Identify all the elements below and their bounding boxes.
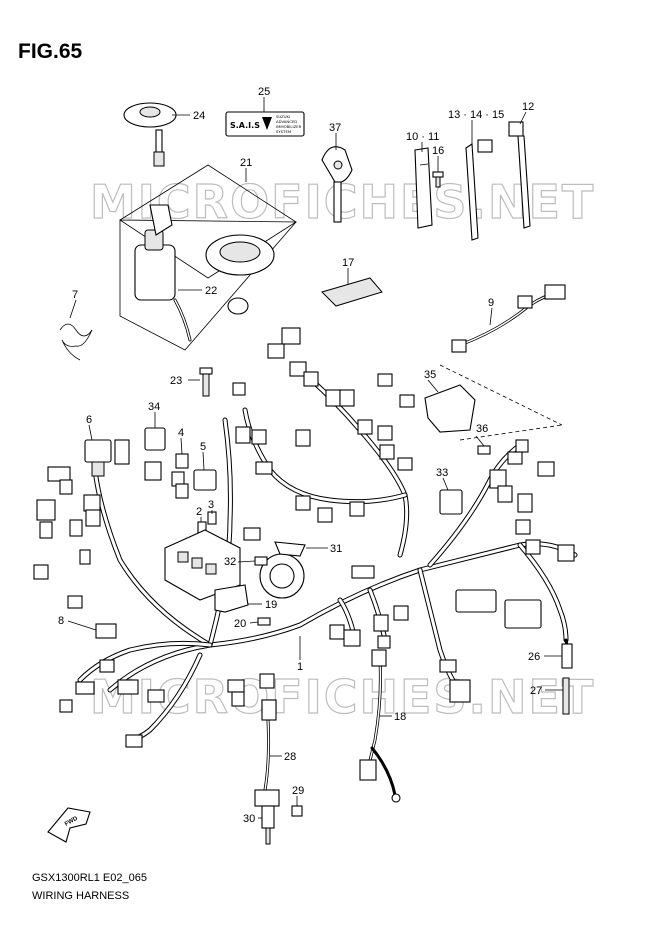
callout-32[interactable]: 32	[224, 556, 236, 568]
callout-3[interactable]: 3	[208, 499, 214, 511]
part-7-spring[interactable]	[59, 323, 93, 361]
callout-leaders	[67, 97, 563, 819]
callout-8[interactable]: 8	[58, 615, 64, 627]
part-33-connector[interactable]	[439, 489, 463, 515]
callout-4[interactable]: 4	[178, 427, 184, 439]
part-25-sticker[interactable]: S.A.I.S SUZUKI ADVANCED IMMOBILIZER SYST…	[225, 111, 305, 137]
callout-7[interactable]: 7	[72, 289, 78, 301]
part-24-key-cover[interactable]	[123, 102, 177, 167]
part-31-horn[interactable]	[259, 541, 306, 599]
part-37-key[interactable]	[321, 146, 353, 223]
callout-26[interactable]: 26	[528, 651, 540, 663]
part-26-terminal[interactable]	[561, 638, 573, 669]
part-29-bolt[interactable]	[291, 805, 303, 817]
part-23-screw[interactable]	[199, 367, 213, 397]
harness-connectors	[33, 327, 575, 748]
callout-1[interactable]: 1	[297, 661, 303, 673]
callout-9[interactable]: 9	[488, 297, 494, 309]
callout-6[interactable]: 6	[86, 414, 92, 426]
dashed-leader-9-35	[439, 364, 563, 426]
callout-23[interactable]: 23	[170, 375, 182, 387]
callout-17[interactable]: 17	[342, 257, 354, 269]
part-35-bracket[interactable]	[424, 384, 476, 433]
callout-20[interactable]: 20	[234, 618, 246, 630]
callout-18[interactable]: 18	[394, 711, 406, 723]
sticker-text: S.A.I.S	[230, 121, 260, 130]
sticker-subtext-3: IMMOBILIZER	[276, 124, 302, 129]
part-17-pad[interactable]	[321, 277, 383, 307]
sticker-subtext-2: ADVANCED	[276, 119, 297, 124]
callout-34[interactable]: 34	[148, 401, 160, 413]
part-28-switch-lead[interactable]	[261, 699, 277, 792]
part-27-terminal[interactable]	[562, 677, 570, 715]
callout-28[interactable]: 28	[284, 751, 296, 763]
part-20-bolt[interactable]	[257, 617, 271, 626]
part-30-switch[interactable]	[254, 789, 280, 845]
part-4-fuse[interactable]	[175, 453, 189, 469]
callout-16[interactable]: 16	[432, 145, 444, 157]
callout-25[interactable]: 25	[258, 86, 270, 98]
part-10-11-bracket[interactable]	[414, 147, 433, 229]
part-5-relay[interactable]	[193, 469, 217, 491]
part-32-bolt[interactable]	[254, 556, 268, 566]
callout-24[interactable]: 24	[193, 110, 205, 122]
callout-37[interactable]: 37	[329, 122, 341, 134]
callout-35[interactable]: 35	[424, 369, 436, 381]
part-34-relay[interactable]	[144, 427, 166, 451]
figure-name: WIRING HARNESS	[32, 890, 130, 902]
callout-19[interactable]: 19	[265, 599, 277, 611]
callout-27[interactable]: 27	[530, 685, 542, 697]
part-21-lock-set[interactable]	[119, 164, 297, 351]
figure-code: GSX1300RL1 E02_065	[32, 872, 147, 884]
callout-13-14-15[interactable]: 13 · 14 · 15	[448, 109, 504, 121]
part-6-relay[interactable]	[84, 439, 112, 477]
callout-33[interactable]: 33	[436, 467, 448, 479]
callout-31[interactable]: 31	[330, 543, 342, 555]
part-36-bolt[interactable]	[477, 445, 491, 455]
callout-labels: 24 25 37 10 · 11 16 13 · 14 · 15 12 21 1…	[58, 86, 542, 825]
fuse-box[interactable]	[164, 529, 241, 601]
fwd-arrow-icon: FWD	[47, 807, 91, 843]
callout-36[interactable]: 36	[476, 423, 488, 435]
part-19-bracket[interactable]	[214, 584, 249, 613]
sticker-subtext-1: SUZUKI	[276, 114, 290, 119]
callout-2[interactable]: 2	[196, 506, 202, 518]
part-13-14-15-band[interactable]	[465, 139, 493, 241]
part-18-sensor-lead[interactable]	[359, 649, 401, 803]
callout-10-11[interactable]: 10 · 11	[406, 131, 439, 143]
callout-12[interactable]: 12	[522, 101, 534, 113]
watermark-bottom: MICROFICHES.NET	[90, 670, 595, 724]
callout-29[interactable]: 29	[292, 785, 304, 797]
callout-22[interactable]: 22	[205, 285, 217, 297]
figure-title: FIG.65	[18, 40, 83, 63]
sticker-logo-icon	[262, 117, 272, 130]
part-12-clamp[interactable]	[508, 121, 531, 229]
part-9-sub-harness[interactable]	[451, 284, 566, 353]
sticker-subtext-4: SYSTEM	[276, 129, 291, 134]
callout-5[interactable]: 5	[200, 441, 206, 453]
callout-30[interactable]: 30	[243, 813, 255, 825]
callout-21[interactable]: 21	[240, 157, 252, 169]
